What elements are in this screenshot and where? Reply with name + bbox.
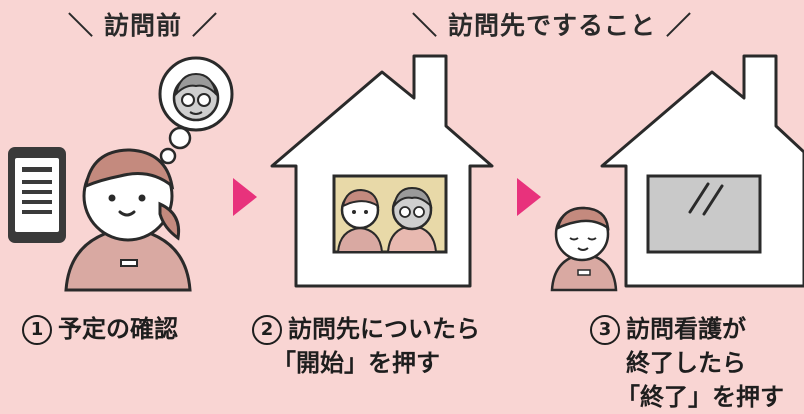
nurse-figure-3 bbox=[550, 206, 618, 292]
step-2-line-1: 訪問先についたら bbox=[288, 315, 480, 343]
right-triangle-arrow-1 bbox=[233, 178, 257, 216]
step-1-number: 1 bbox=[22, 315, 52, 345]
step-2-number: 2 bbox=[252, 315, 282, 345]
header-slash-right-2: ／ bbox=[666, 11, 693, 40]
header-at-visit: ＼ 訪問先ですること ／ bbox=[402, 6, 702, 42]
step-3-line-3: 「終了」を押す bbox=[616, 383, 784, 411]
right-triangle-arrow-2 bbox=[517, 178, 541, 216]
header-slash-left: ＼ bbox=[68, 11, 95, 40]
header-before-visit: ＼ 訪問前 ／ bbox=[58, 6, 228, 42]
thought-bubble-icon bbox=[158, 56, 234, 165]
nurse-figure-1 bbox=[64, 148, 192, 292]
header-before-visit-text: 訪問前 bbox=[104, 11, 183, 40]
smartphone-icon bbox=[8, 147, 66, 243]
header-slash-left-2: ＼ bbox=[412, 11, 439, 40]
step-3-number: 3 bbox=[590, 315, 620, 345]
house-icon-step-3 bbox=[600, 54, 804, 288]
step-1-text: 予定の確認 bbox=[58, 315, 178, 343]
header-at-visit-text: 訪問先ですること bbox=[448, 11, 657, 40]
step-3-line-2: 終了したら bbox=[626, 349, 746, 377]
house-icon-step-2 bbox=[270, 54, 494, 288]
step-2-line-2: 「開始」を押す bbox=[272, 349, 440, 377]
step-3-line-1: 訪問看護が bbox=[626, 315, 746, 343]
header-slash-right: ／ bbox=[192, 11, 219, 40]
